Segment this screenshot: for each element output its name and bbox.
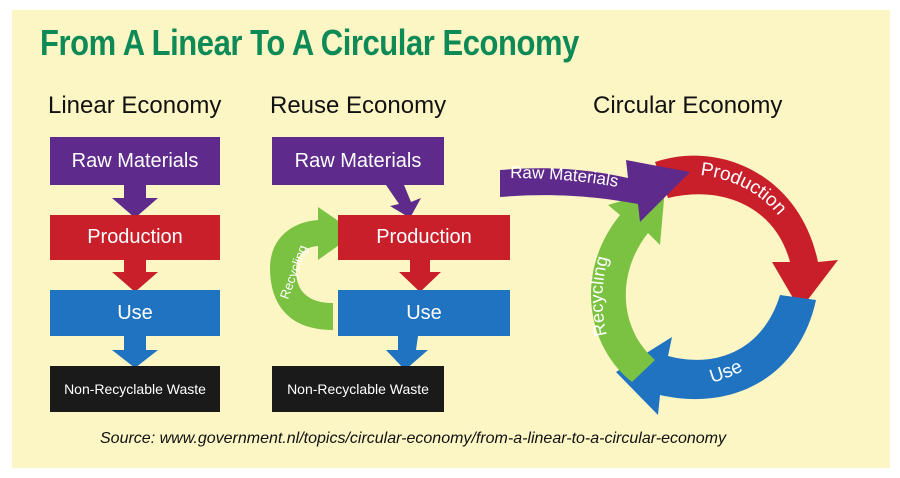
reuse-raw-materials-box: Raw Materials — [272, 137, 444, 185]
reuse-waste-box: Non-Recyclable Waste — [272, 366, 444, 412]
circular-raw-materials-arrow — [500, 160, 690, 222]
linear-raw-materials-box: Raw Materials — [50, 137, 220, 185]
diagram-title: From A Linear To A Circular Economy — [40, 22, 579, 63]
reuse-arrow-raw-to-production — [386, 185, 421, 218]
linear-use-box: Use — [50, 290, 220, 336]
linear-arrow-raw-to-production — [112, 185, 158, 218]
circular-production-arrow — [655, 155, 838, 310]
linear-production-box: Production — [50, 215, 220, 260]
reuse-arrow-use-to-waste — [386, 336, 428, 370]
reuse-recycling-arrow — [270, 207, 356, 330]
linear-arrow-use-to-waste — [112, 336, 158, 368]
source-caption: Source: www.government.nl/topics/circula… — [100, 430, 727, 447]
circular-use-arrow — [616, 295, 816, 415]
reuse-arrow-production-to-use — [399, 258, 441, 292]
reuse-economy-heading: Reuse Economy — [270, 92, 447, 119]
circular-recycling-arrow — [591, 188, 665, 382]
reuse-production-box: Production — [338, 215, 510, 260]
linear-economy-heading: Linear Economy — [48, 92, 222, 119]
reuse-use-box: Use — [338, 290, 510, 336]
linear-waste-box: Non-Recyclable Waste — [50, 366, 220, 412]
linear-arrow-production-to-use — [112, 258, 158, 292]
circular-economy-heading: Circular Economy — [593, 92, 783, 119]
